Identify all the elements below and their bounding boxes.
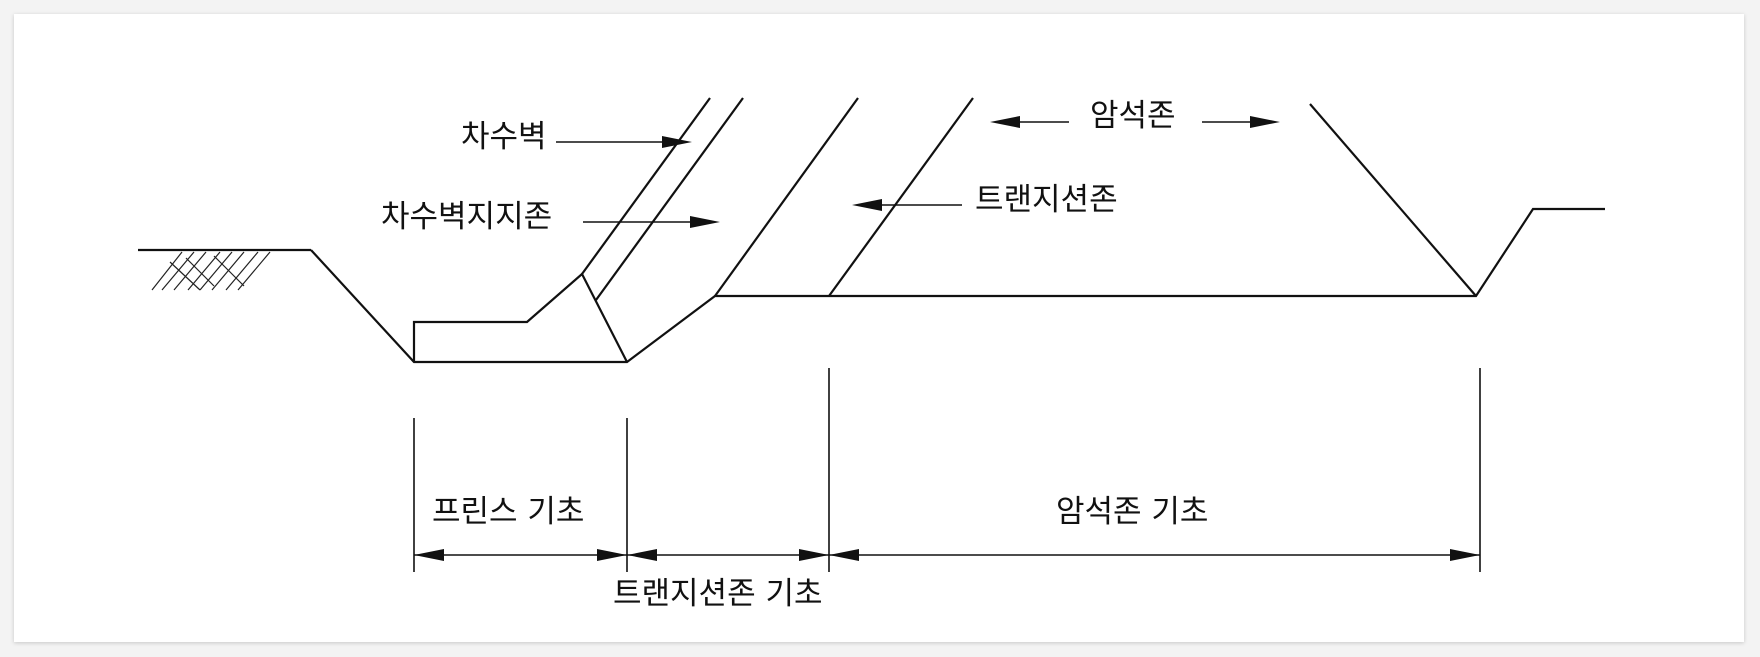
label-transition-zone: 트랜지션존 <box>975 182 1118 218</box>
arrow-right-icon <box>1250 116 1280 128</box>
arrow-left-icon <box>852 199 882 211</box>
label-rock-zone-foundation: 암석존 기초 <box>1056 494 1208 530</box>
drawing-frame <box>14 14 1744 642</box>
arrow-left-icon <box>627 549 657 561</box>
arrow-right-icon <box>1450 549 1480 561</box>
label-plinth-foundation: 프린스 기초 <box>432 494 584 530</box>
arrow-left-icon <box>829 549 859 561</box>
arrow-left-icon <box>414 549 444 561</box>
cutoff-wall-downstream-face <box>595 97 744 301</box>
dimension-extension-lines <box>413 368 1481 572</box>
arrow-right-icon <box>799 549 829 561</box>
diagram-labels: 차수벽 차수벽지지존 암석존 트랜지션존 프린스 기초 트랜지션존 기초 암석존… <box>381 98 1208 612</box>
arrow-right-icon <box>690 216 720 228</box>
transition-zone-boundary <box>828 97 974 297</box>
arrow-right-icon <box>662 136 692 148</box>
left-ground <box>138 248 311 291</box>
rock-zone-downstream-face <box>1309 103 1477 297</box>
arrow-right-icon <box>597 549 627 561</box>
label-cutoff-wall: 차수벽 <box>461 119 547 155</box>
label-rock-zone: 암석존 <box>1090 98 1176 134</box>
label-transition-zone-foundation: 트랜지션존 기초 <box>613 576 823 612</box>
arrow-left-icon <box>990 116 1020 128</box>
support-zone-boundary <box>714 97 859 297</box>
cutoff-wall-upstream-face <box>581 97 711 275</box>
leader-arrows <box>556 116 1280 228</box>
dimension-lines <box>414 549 1480 561</box>
label-cutoff-wall-support-zone: 차수벽지지존 <box>381 199 552 235</box>
zone-boundaries <box>581 97 1477 301</box>
plinth <box>412 272 628 363</box>
ground-hatching <box>151 251 271 291</box>
